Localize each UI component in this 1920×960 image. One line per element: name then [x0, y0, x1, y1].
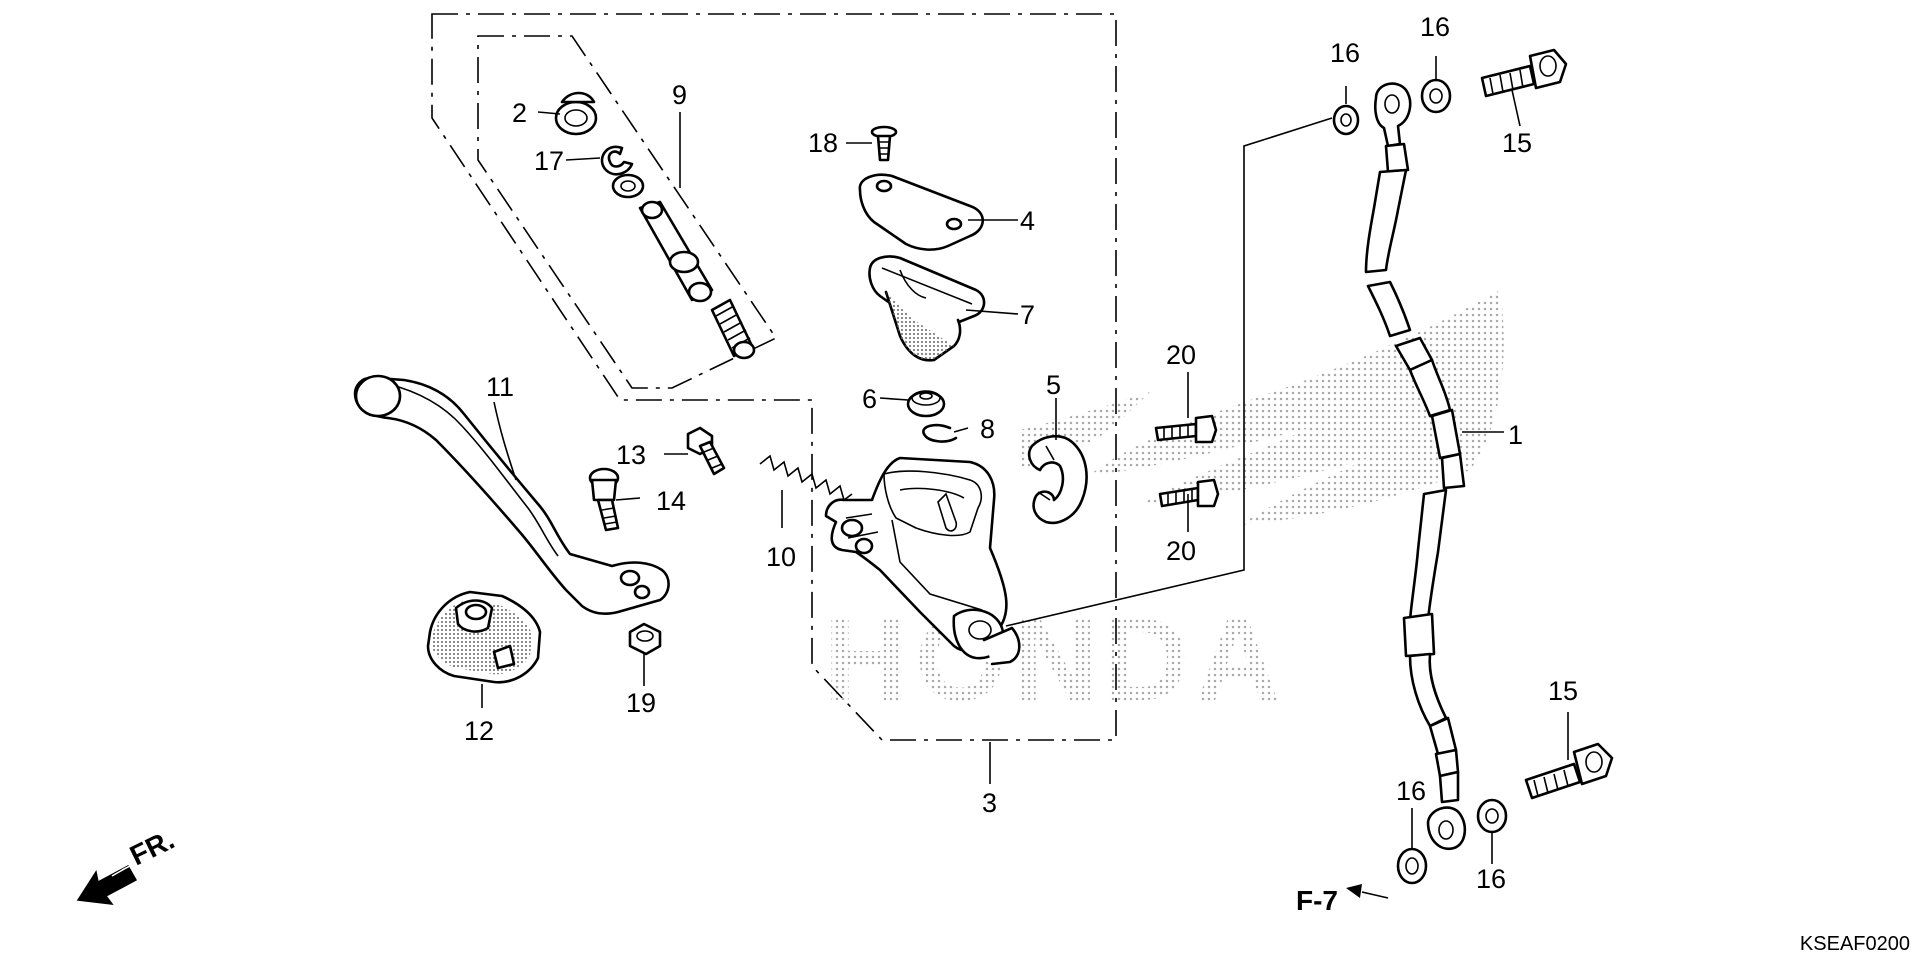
part-4-reservoir-cap [858, 173, 985, 251]
part-15-banjo-bolt-top [1480, 48, 1568, 98]
callout-20-bottom: 20 [1166, 536, 1196, 566]
callout-2: 2 [512, 98, 527, 128]
assembly-9-outline [477, 35, 778, 389]
callout-13: 13 [616, 440, 646, 470]
callout-16-top-left: 16 [1330, 38, 1360, 68]
part-5-holder [1027, 434, 1088, 525]
part-7-diaphragm [868, 255, 986, 362]
callout-14: 14 [656, 486, 686, 516]
part-12-switch [426, 590, 542, 684]
part-17-circlip [600, 145, 634, 176]
callout-15-top: 15 [1502, 128, 1532, 158]
part-16-washer-2 [1420, 78, 1452, 114]
callout-12: 12 [464, 716, 494, 746]
callout-18: 18 [808, 128, 838, 158]
part-16-washer-3 [1396, 847, 1428, 885]
callout-19: 19 [626, 688, 656, 718]
callout-16-bottom-right: 16 [1476, 864, 1506, 894]
callout-3: 3 [982, 788, 997, 818]
callout-labels: 1 2 3 4 5 6 7 8 9 10 11 12 13 14 15 15 1… [464, 12, 1578, 894]
callout-17: 17 [534, 146, 564, 176]
reference-f7: F-7 [1296, 884, 1389, 916]
callout-16-top-right: 16 [1420, 12, 1450, 42]
callout-15-bottom: 15 [1548, 676, 1578, 706]
callout-10: 10 [766, 542, 796, 572]
part-13-nut [686, 426, 726, 476]
part-2-boot [554, 91, 598, 136]
callout-5: 5 [1046, 370, 1061, 400]
part-10-spring [759, 454, 853, 502]
part-6-grommet [906, 390, 946, 418]
callout-16-bottom-left: 16 [1396, 776, 1426, 806]
honda-wordmark: HONDA [824, 594, 1287, 726]
part-20-bolt-upper [1154, 414, 1218, 444]
callout-11: 11 [486, 372, 514, 402]
reference-label: F-7 [1296, 885, 1338, 916]
callout-20-top: 20 [1166, 340, 1196, 370]
callout-6: 6 [862, 384, 877, 414]
part-14-pivot-bolt [588, 467, 620, 532]
callout-1: 1 [1508, 420, 1523, 450]
part-15-banjo-bolt-bottom [1524, 742, 1614, 800]
part-1-brake-hose [1364, 82, 1467, 851]
callout-7: 7 [1020, 300, 1035, 330]
part-18-screw [870, 125, 898, 162]
front-arrow-icon [76, 864, 138, 905]
callout-8: 8 [980, 414, 995, 444]
callout-9: 9 [672, 80, 687, 110]
part-9-piston-set [611, 173, 756, 360]
callout-4: 4 [1020, 206, 1035, 236]
part-19-nut [628, 622, 662, 656]
front-direction-indicator: FR. [76, 824, 179, 905]
diagram-code: KSEAF0200 [1800, 933, 1910, 955]
part-16-washer-1 [1332, 104, 1360, 136]
part-16-washer-4 [1476, 798, 1508, 834]
part-3-master-cylinder [824, 456, 1021, 666]
leader-lines [481, 56, 1569, 864]
assembly-3-outline [431, 13, 1117, 741]
part-11-brake-lever [353, 374, 670, 615]
part-8-snap-ring [922, 423, 958, 443]
